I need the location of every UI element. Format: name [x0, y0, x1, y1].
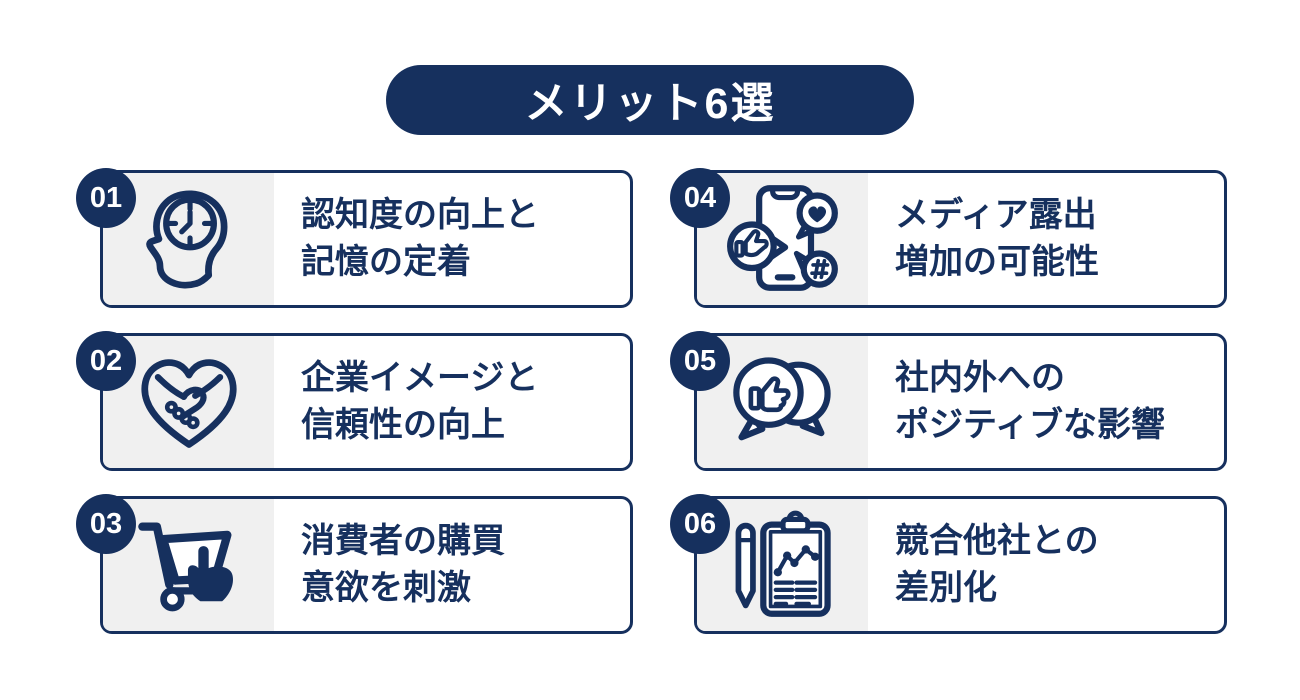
number-badge: 05	[670, 331, 730, 391]
clipboard-chart-icon	[726, 508, 840, 622]
merit-text-line2: 信頼性の向上	[301, 406, 505, 444]
cart-click-icon	[132, 508, 246, 622]
merit-card-02: 02 企業イメージと 信頼性の向上	[76, 331, 633, 471]
merit-card-04: 04	[670, 168, 1227, 308]
merit-text-line2: 差別化	[895, 569, 997, 607]
merit-card-01: 01 認知度の向上と 記憶の定着	[76, 168, 633, 308]
merit-card-03: 03 消費者の購買 意欲を刺激	[76, 494, 633, 634]
merit-text: 企業イメージと 信頼性の向上	[274, 336, 630, 468]
merit-text-line2: 意欲を刺激	[301, 569, 471, 607]
merit-text: 認知度の向上と 記憶の定着	[274, 173, 630, 305]
merit-text-line2: 記憶の定着	[301, 243, 471, 281]
page-title: メリット6選	[524, 80, 776, 128]
merit-text: 消費者の購買 意欲を刺激	[274, 499, 630, 631]
phone-social-icon	[726, 182, 840, 296]
title-pill: メリット6選	[386, 65, 914, 135]
heart-handshake-icon	[132, 345, 246, 459]
merit-text-line1: 社内外への	[895, 359, 1065, 397]
merit-text-line1: メディア露出	[895, 196, 1097, 234]
merit-card-05: 05 社内外への ポジティブな影響	[670, 331, 1227, 471]
merit-text-line2: ポジティブな影響	[895, 406, 1165, 444]
merit-card-06: 06	[670, 494, 1227, 634]
merit-text-line1: 企業イメージと	[301, 359, 539, 397]
merit-text: メディア露出 増加の可能性	[868, 173, 1224, 305]
head-clock-icon	[132, 182, 246, 296]
number-badge: 03	[76, 494, 136, 554]
number-badge: 06	[670, 494, 730, 554]
merit-text-line2: 増加の可能性	[895, 243, 1099, 281]
merit-text-line1: 認知度の向上と	[301, 196, 539, 234]
number-badge: 01	[76, 168, 136, 228]
merit-text-line1: 消費者の購買	[301, 522, 505, 560]
icon-panel	[697, 173, 868, 305]
chat-thumbs-up-icon	[726, 345, 840, 459]
merit-text: 社内外への ポジティブな影響	[868, 336, 1224, 468]
merits-grid: 01 認知度の向上と 記憶の定着 04	[76, 168, 1227, 634]
number-badge: 04	[670, 168, 730, 228]
number-badge: 02	[76, 331, 136, 391]
merit-text-line1: 競合他社との	[895, 522, 1099, 560]
merit-text: 競合他社との 差別化	[868, 499, 1224, 631]
